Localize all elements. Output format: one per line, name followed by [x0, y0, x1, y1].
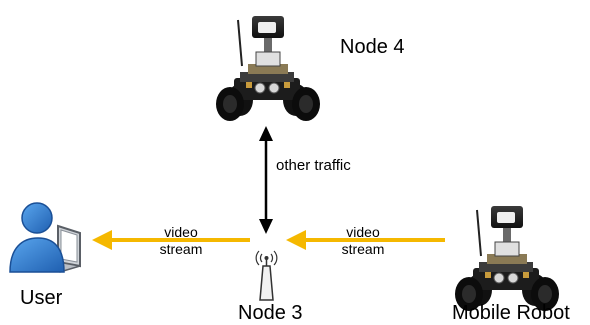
node3-label: Node 3	[238, 302, 303, 324]
robot-icon	[215, 15, 321, 122]
other-traffic-label: other traffic	[276, 157, 351, 174]
video-stream-label-right: video stream	[328, 224, 398, 258]
video-stream-line2: stream	[341, 241, 385, 257]
other-traffic-arrow	[259, 126, 273, 234]
user-with-laptop-icon	[9, 202, 81, 273]
user-label: User	[20, 287, 63, 309]
wireless-access-point-icon	[255, 250, 278, 301]
video-stream-label-left: video stream	[146, 224, 216, 258]
robot-icon	[454, 205, 560, 312]
video-stream-line2: stream	[159, 241, 203, 257]
video-stream-line1: video	[164, 224, 198, 240]
video-stream-line1: video	[346, 224, 380, 240]
video-stream-arrow-node3-to-user	[92, 230, 250, 250]
mobile-robot-label: Mobile Robot	[452, 302, 570, 324]
video-stream-arrow-robot-to-node3	[286, 230, 445, 250]
node4-label: Node 4	[340, 36, 405, 58]
